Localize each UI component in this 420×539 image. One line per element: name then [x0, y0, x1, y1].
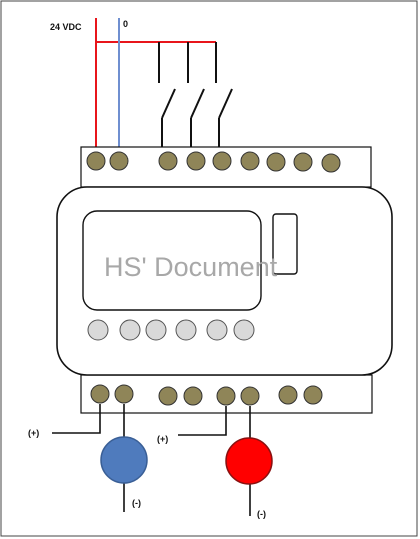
bottom-terminals	[90, 384, 323, 406]
terminal-bottom-7	[278, 385, 298, 405]
red-indicator-lamp	[225, 437, 273, 485]
terminal-top-6	[240, 151, 260, 171]
supply-24vdc-label: 24 VDC	[50, 22, 82, 32]
top-terminals	[86, 151, 341, 173]
terminal-bottom-1	[90, 384, 110, 404]
terminal-bottom-8	[303, 385, 323, 405]
terminal-top-5	[212, 151, 232, 171]
front-button-6	[233, 319, 255, 341]
red-lamp-wiring	[178, 406, 251, 516]
front-buttons	[87, 319, 255, 341]
front-button-4	[175, 319, 197, 341]
blue-lamp-wiring	[52, 404, 125, 512]
terminal-top-3	[158, 151, 178, 171]
terminal-bottom-6	[240, 386, 260, 406]
front-button-2	[119, 319, 141, 341]
plc-display	[82, 210, 262, 311]
terminal-top-7	[266, 152, 286, 172]
front-button-3	[145, 319, 167, 341]
terminal-top-2	[109, 151, 129, 171]
terminal-top-1	[86, 151, 106, 171]
plc-side-slot	[272, 213, 298, 275]
terminal-bottom-3	[158, 386, 178, 406]
supply-zero-label: 0	[123, 19, 128, 29]
terminal-top-8	[293, 152, 313, 172]
blue-lamp-plus-label: (+)	[28, 428, 39, 438]
blue-lamp-minus-label: (-)	[132, 498, 141, 508]
red-lamp-plus-label: (+)	[157, 434, 168, 444]
supply-positive-wire	[95, 18, 216, 157]
watermark-text: HS' Document	[104, 252, 278, 282]
terminal-bottom-5	[216, 386, 236, 406]
front-button-1	[87, 319, 109, 341]
blue-indicator-lamp	[100, 436, 148, 484]
red-lamp-minus-label: (-)	[257, 509, 266, 519]
terminal-bottom-2	[114, 384, 134, 404]
front-button-5	[206, 319, 228, 341]
terminal-top-4	[186, 151, 206, 171]
terminal-top-9	[321, 153, 341, 173]
terminal-bottom-4	[183, 386, 203, 406]
